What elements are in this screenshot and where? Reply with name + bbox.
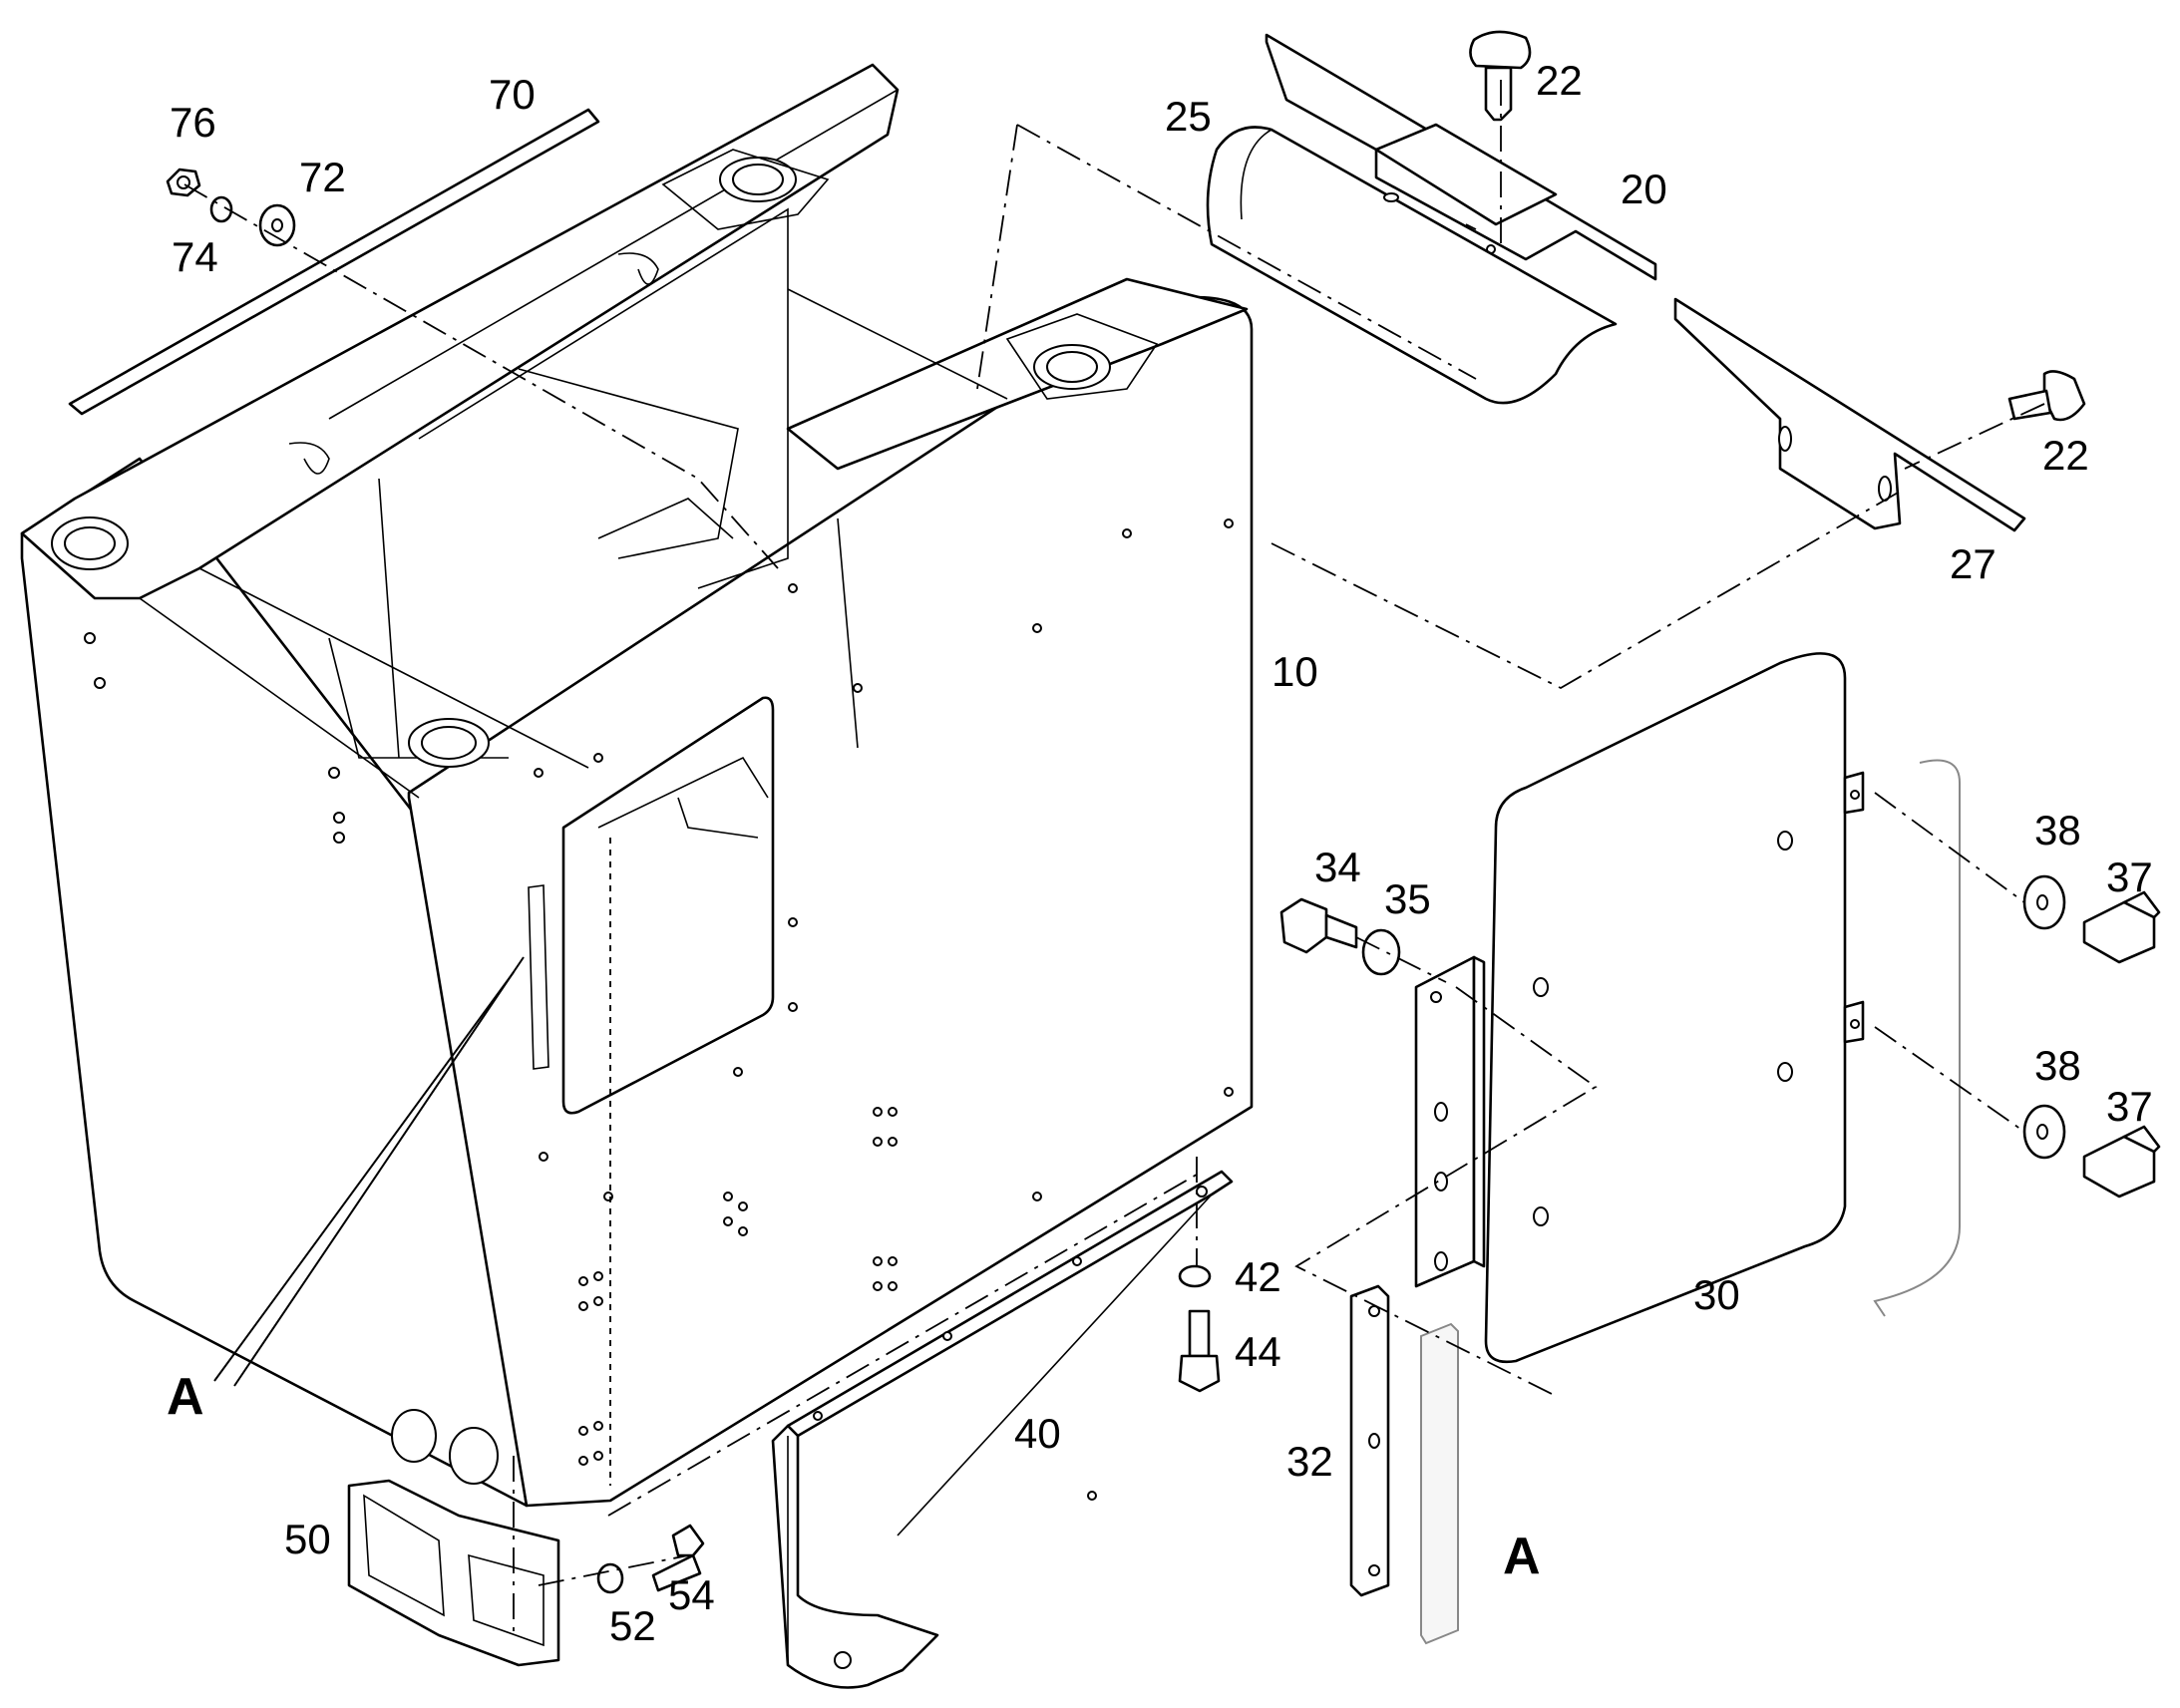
bolt-part-54 xyxy=(651,1524,705,1592)
assembly-lines xyxy=(183,80,2045,1635)
bracket-part-20 xyxy=(1265,33,1657,281)
bolt-part-34 xyxy=(1279,897,1358,954)
housing-part-10 xyxy=(20,63,1254,1508)
plate-part-50 xyxy=(347,1479,560,1667)
label-part-42: 42 xyxy=(1235,1253,1281,1300)
bracket-part-27 xyxy=(1673,297,2026,532)
label-part-37-lower: 37 xyxy=(2106,1083,2153,1130)
hinge xyxy=(1414,955,1486,1288)
label-part-25: 25 xyxy=(1165,93,1212,140)
washer-part-35 xyxy=(1361,928,1401,976)
label-part-44: 44 xyxy=(1235,1328,1281,1375)
callout-labels: 10 20 22 22 25 27 30 32 34 35 37 37 38 3… xyxy=(167,57,2153,1649)
label-part-54: 54 xyxy=(668,1571,715,1618)
door-panel-part-30 xyxy=(1484,652,1865,1364)
detail-a-pointers xyxy=(213,956,525,1387)
rail-part-70 xyxy=(68,108,600,416)
label-part-52: 52 xyxy=(609,1602,656,1649)
screw-part-22-top xyxy=(1469,30,1532,122)
washer-part-38-upper xyxy=(2022,874,2066,930)
label-part-38-lower: 38 xyxy=(2034,1042,2081,1089)
label-part-38-upper: 38 xyxy=(2034,807,2081,854)
label-part-30: 30 xyxy=(1693,1271,1740,1318)
label-part-22-right: 22 xyxy=(2042,432,2089,479)
label-part-70: 70 xyxy=(489,71,536,118)
washer-part-42 xyxy=(1178,1264,1212,1288)
label-part-72: 72 xyxy=(299,154,346,200)
label-part-50: 50 xyxy=(284,1516,331,1562)
bolt-part-37-lower xyxy=(2082,1125,2161,1198)
label-part-40: 40 xyxy=(1014,1410,1061,1457)
label-part-74: 74 xyxy=(172,233,218,280)
label-part-32: 32 xyxy=(1286,1438,1333,1485)
label-detail-a-left: A xyxy=(167,1368,204,1426)
bolt-part-37-upper xyxy=(2082,890,2161,964)
washer-part-72 xyxy=(258,203,296,247)
label-part-76: 76 xyxy=(170,99,216,146)
label-part-10: 10 xyxy=(1272,648,1318,695)
trim-part-40 xyxy=(771,1170,1234,1689)
label-part-22-top: 22 xyxy=(1536,57,1583,104)
frame-outline xyxy=(1873,759,1961,1317)
strip-ghost xyxy=(1420,1322,1459,1645)
screw-part-22-right xyxy=(2007,370,2086,422)
cover-part-25 xyxy=(1206,126,1618,405)
label-part-20: 20 xyxy=(1621,166,1667,212)
strip-part-32 xyxy=(1349,1284,1390,1597)
label-part-35: 35 xyxy=(1384,875,1431,922)
nut-part-76 xyxy=(166,168,201,197)
bolt-part-44 xyxy=(1178,1309,1221,1393)
label-part-34: 34 xyxy=(1314,844,1361,890)
washer-part-38-lower xyxy=(2022,1104,2066,1160)
label-part-27: 27 xyxy=(1950,540,1997,587)
label-part-37-upper: 37 xyxy=(2106,854,2153,900)
label-detail-a-right: A xyxy=(1503,1528,1541,1585)
